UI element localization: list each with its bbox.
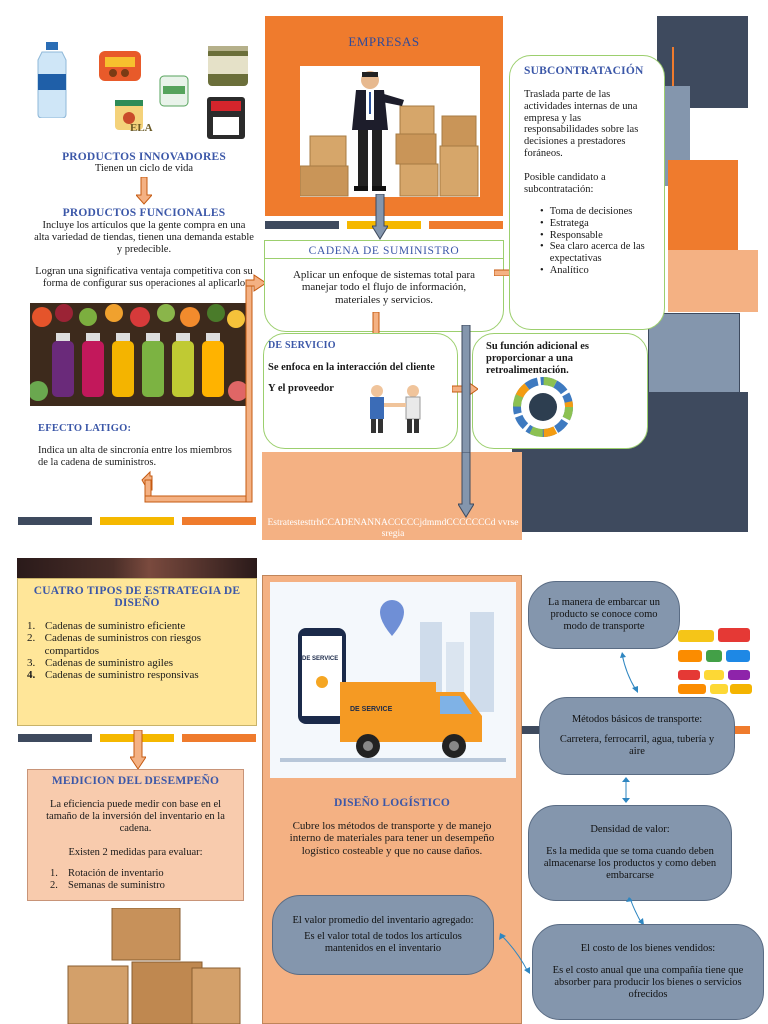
productos-funcionales-text1: Incluye los artículos que la gente compr… [34, 220, 254, 255]
valor-promedio-title: El valor promedio del inventario agregad… [292, 914, 474, 926]
medicion-title: MEDICION DEL DESEMPEÑO [51, 775, 220, 787]
decor-bars-left [18, 517, 256, 525]
cardboard-boxes-image [62, 908, 242, 1024]
list-item: 2.Cadenas de suministros con riesgos com… [27, 632, 202, 657]
productos-innovadores-text: Tienen un ciclo de vida [94, 163, 194, 174]
servicio-box [263, 333, 458, 449]
list-item: •Analítico [540, 264, 589, 276]
cadena-text: Aplicar un enfoque de sistemas total par… [292, 269, 476, 306]
arrow-down-icon [136, 177, 152, 205]
diseno-text: Cubre los métodos de transporte y de man… [289, 820, 495, 857]
list-item: 1.Cadenas de suministro eficiente [27, 620, 186, 632]
truck-label: DE SERVICE [350, 706, 393, 713]
diseno-title: DISEÑO LOGÍSTICO [334, 797, 450, 809]
decor-dark-strip [17, 558, 257, 578]
connector-arrow-icon [626, 897, 644, 925]
efecto-latigo-title: EFECTO LATIGO: [38, 423, 132, 434]
servicio-title: DE SERVICIO [268, 340, 336, 351]
list-item: •Toma de decisiones [540, 206, 633, 217]
arrow-down-icon [458, 452, 474, 518]
subcontratacion-title: SUBCONTRATACIÓN [524, 65, 644, 77]
metodos-transporte-text: Carretera, ferrocarril, agua, tubería y … [559, 733, 715, 758]
connector-arrow-icon [141, 274, 267, 503]
modo-transporte-pill: La manera de embarcar un producto se con… [528, 581, 680, 649]
decor-orange-strip [724, 726, 750, 734]
strategy-panel [262, 452, 522, 540]
valor-promedio-pill: El valor promedio del inventario agregad… [272, 895, 494, 975]
retro-text: Su función adicional es proporcionar a u… [486, 341, 589, 376]
snack-bag-image [95, 45, 145, 85]
subcontratacion-text2: Posible candidato a subcontratación: [524, 172, 606, 195]
subcontratacion-box [509, 55, 665, 330]
empresas-title: EMPRESAS [348, 34, 420, 49]
container-image [157, 72, 191, 110]
ela-label: ELA [130, 122, 153, 134]
delivery-truck-image: DE SERVICE DE SERVICE [270, 582, 516, 778]
modo-transporte-text: La manera de embarcar un producto se con… [548, 596, 660, 633]
densidad-valor-title: Densidad de valor: [590, 823, 670, 835]
medicion-text2: Existen 2 medidas para evaluar: [68, 847, 203, 858]
decor-orange-block [668, 160, 738, 250]
subcontratacion-list: •Toma de decisiones •Estratega •Responsa… [540, 206, 656, 277]
businessman-boxes-image [300, 66, 480, 197]
medicion-text1: La eficiencia puede medir con base en el… [46, 799, 225, 834]
phone-label: DE SERVICE [302, 656, 339, 662]
costo-bienes-title: El costo de los bienes vendidos: [580, 942, 716, 954]
list-item: •Responsable [540, 229, 603, 241]
decor-slate-block-2 [648, 313, 740, 393]
arrow-down-icon [130, 730, 146, 770]
costo-bienes-pill: El costo de los bienes vendidos: Es el c… [532, 924, 764, 1020]
medicion-panel [27, 769, 244, 901]
list-item: 2.Semanas de suministro [50, 879, 165, 891]
juices-image [30, 303, 246, 406]
cadena-box [264, 240, 504, 332]
cuatro-tipos-list: 1.Cadenas de suministro eficiente 2.Cade… [27, 620, 252, 682]
cadena-divider [264, 258, 504, 259]
connector-arrow-icon [499, 933, 530, 974]
medicion-list: 1.Rotación de inventario 2.Semanas de su… [50, 868, 240, 892]
servicio-text1: Se enfoca en la interacción del cliente [268, 362, 435, 373]
list-item: •Sea claro acerca de las expectativas [540, 241, 645, 264]
pegador-bag-image [205, 95, 247, 141]
arrow-down-icon [372, 194, 388, 240]
water-bottle-image [30, 42, 74, 118]
densidad-valor-text: Es la medida que se toma cuando deben al… [543, 845, 717, 882]
list-item: 4.Cadenas de suministro responsivas [27, 669, 199, 682]
costo-bienes-text: Es el costo anual que una compañía tiene… [552, 964, 744, 1001]
metodos-transporte-title: Métodos básicos de transporte: [571, 713, 703, 725]
list-item: 1.Rotación de inventario [50, 868, 164, 879]
valor-promedio-text: Es el valor total de todos los artículos… [304, 930, 462, 955]
paint-can-image [204, 42, 252, 90]
list-item: •Estratega [540, 217, 589, 229]
subcontratacion-text1: Traslada parte de las actividades intern… [524, 89, 639, 159]
cadena-title: CADENA DE SUMINISTRO [308, 245, 460, 257]
cuatro-tipos-panel [17, 578, 257, 726]
efecto-latigo-text: Indica un alta de sincronía entre los mi… [38, 445, 232, 468]
metodos-transporte-pill: Métodos básicos de transporte: Carretera… [539, 697, 735, 775]
cuatro-tipos-title: CUATRO TIPOS DE ESTRATEGIA DE DISEÑO [33, 585, 241, 609]
decor-navy-strip [520, 726, 544, 734]
productos-innovadores-title: PRODUCTOS INNOVADORES [62, 151, 226, 163]
productos-funcionales-title: PRODUCTOS FUNCIONALES [62, 207, 226, 219]
servicio-text2: Y el proveedor [268, 383, 334, 394]
productos-funcionales-text2: Logran una significativa ventaja competi… [35, 266, 253, 289]
cycle-diagram-image [498, 376, 588, 438]
jar-image [110, 96, 148, 134]
transport-icons-image [676, 626, 754, 696]
connector-arrow-icon [620, 652, 638, 693]
handshake-image [355, 383, 435, 435]
connector-arrow-icon [622, 777, 630, 803]
decor-peach-block [668, 250, 758, 312]
densidad-valor-pill: Densidad de valor: Es la medida que se t… [528, 805, 732, 901]
strategy-text: EstratestesttrhCCADENANNACCCCCjdmmdCCCCC… [267, 518, 519, 540]
list-item: 3.Cadenas de suministro agiles [27, 656, 174, 669]
